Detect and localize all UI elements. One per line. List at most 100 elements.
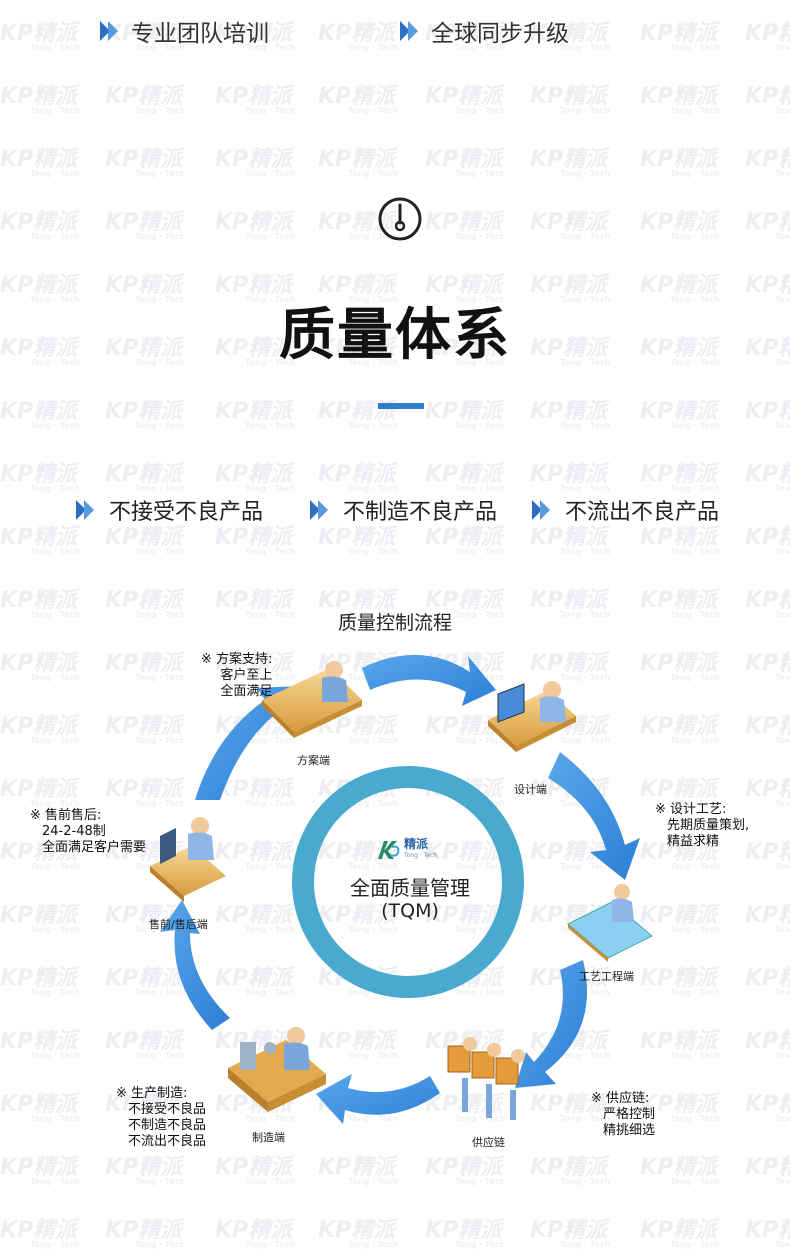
- quality-flow-diagram: [150, 654, 653, 1124]
- node-label-design: 设计端: [514, 783, 547, 796]
- flow-arrow: [362, 654, 496, 706]
- node-label-supply: 供应链: [472, 1136, 505, 1149]
- note-line: 24-2-48制: [42, 824, 106, 839]
- design-station-illustration: [488, 681, 576, 752]
- brand-logo-icon: [378, 841, 400, 859]
- note-line: 不接受不良品: [128, 1102, 207, 1117]
- note-design: ※ 设计工艺: 先期质量策划, 精益求精: [655, 802, 749, 850]
- note-line: 全面满足客户需要: [42, 840, 147, 855]
- node-label-manufacturing: 制造端: [252, 1131, 285, 1144]
- principle-label: 不流出不良产品: [565, 500, 720, 525]
- principle-item: 不制造不良产品: [307, 494, 497, 526]
- flow-arrow: [160, 900, 230, 1030]
- node-label-process: 工艺工程端: [579, 970, 634, 983]
- supply-station-illustration: [447, 1037, 525, 1120]
- tqm-title: 全面质量管理: [350, 876, 470, 900]
- flow-title: 质量控制流程: [337, 612, 452, 634]
- tqm-subtitle: (TQM): [381, 900, 439, 922]
- note-line: ※ 生产制造:: [116, 1086, 188, 1101]
- note-line: 严格控制: [603, 1107, 656, 1122]
- brand-sub: Tong · Tech: [404, 852, 438, 859]
- note-line: 客户至上: [220, 668, 273, 683]
- principles-row: 不接受不良产品 不制造不良产品 不流出不良产品: [0, 490, 790, 526]
- feature-label: 全球同步升级: [431, 21, 569, 47]
- process-station-illustration: [567, 884, 653, 962]
- note-supply: ※ 供应链: 严格控制 精挑细选: [591, 1091, 655, 1139]
- brand-text: 精派 Tong · Tech: [404, 838, 437, 862]
- feature-item-training: 专业团队培训: [97, 14, 269, 48]
- double-chevron-right-icon: [310, 500, 328, 520]
- flow-arrow: [316, 1074, 440, 1124]
- center-brand-logo: 精派 Tong · Tech: [376, 838, 437, 862]
- note-line: ※ 设计工艺:: [655, 802, 727, 817]
- sales-station-illustration: [150, 817, 226, 902]
- note-line: 先期质量策划,: [667, 818, 750, 833]
- note-line: 不流出不良品: [128, 1134, 207, 1149]
- note-line: ※ 售前售后:: [30, 808, 102, 823]
- principle-item: 不流出不良产品: [529, 494, 719, 526]
- note-sales: ※ 售前售后: 24-2-48制 全面满足客户需要: [30, 808, 146, 856]
- double-chevron-right-icon: [532, 500, 550, 520]
- feature-label: 专业团队培训: [131, 21, 269, 47]
- flow-arrow: [515, 960, 588, 1088]
- double-chevron-right-icon: [100, 21, 118, 41]
- tqm-ring: [292, 766, 524, 998]
- feature-item-upgrade: 全球同步升级: [397, 14, 569, 48]
- principle-item: 不接受不良产品: [73, 494, 263, 526]
- note-line: 精挑细选: [603, 1123, 656, 1138]
- note-manufacturing: ※ 生产制造: 不接受不良品 不制造不良品 不流出不良品: [116, 1086, 206, 1150]
- manufacturing-station-illustration: [228, 1027, 326, 1112]
- note-plan: ※ 方案支持: 客户至上 全面满足: [201, 652, 272, 700]
- brand-name: 精派: [404, 837, 429, 851]
- principle-label: 不制造不良产品: [343, 500, 498, 525]
- double-chevron-right-icon: [400, 21, 418, 41]
- node-label-plan: 方案端: [297, 754, 330, 767]
- node-label-sales: 售前/售后端: [149, 918, 208, 931]
- plan-station-illustration: [262, 661, 362, 738]
- feature-row-top: 专业团队培训 全球同步升级: [0, 14, 790, 54]
- note-line: ※ 方案支持:: [201, 652, 273, 667]
- principle-label: 不接受不良产品: [109, 500, 264, 525]
- page-title: 质量体系: [279, 303, 511, 368]
- note-line: 全面满足: [220, 684, 273, 699]
- gauge-icon: [378, 197, 422, 241]
